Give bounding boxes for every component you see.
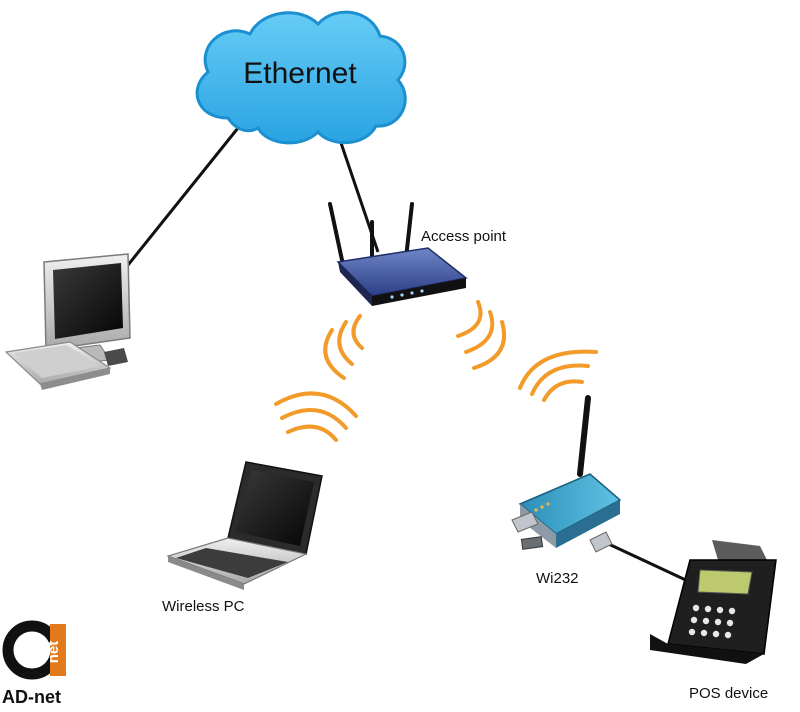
cable-cloud-to-desktop (126, 127, 240, 266)
logo-mark-text: net (45, 641, 62, 664)
pos-device: POS device (650, 540, 777, 702)
logo-mark-icon: net (2, 620, 66, 680)
ethernet-label: Ethernet (243, 57, 357, 90)
access-point: Access point (328, 202, 507, 306)
desktop-pc (4, 253, 131, 390)
laptop-icon (166, 461, 323, 590)
antenna-icon (328, 202, 344, 262)
wifi-waves-icon (518, 349, 598, 402)
serial-server-icon (511, 473, 622, 553)
wireless-signals (274, 300, 598, 442)
wifi-waves-icon (323, 314, 364, 380)
wi232-label: Wi232 (536, 570, 579, 587)
pos-device-label: POS device (689, 685, 768, 702)
antenna-icon (404, 202, 414, 260)
wi232-device: Wi232 (511, 395, 622, 587)
wireless-pc: Wireless PC (162, 461, 323, 615)
wireless-pc-label: Wireless PC (162, 598, 245, 615)
pos-terminal-icon (650, 540, 777, 664)
pc-tower-icon (104, 348, 128, 366)
cloud-icon (195, 10, 407, 145)
ad-net-logo: net AD-net (2, 620, 66, 707)
wifi-waves-icon (274, 391, 358, 442)
keyboard-icon (4, 341, 112, 390)
antenna-icon (577, 395, 591, 477)
logo-text: AD-net (2, 687, 61, 707)
cable-wi232-to-pos (599, 538, 691, 584)
ethernet-cloud: Ethernet (195, 10, 407, 145)
router-icon (336, 247, 468, 306)
access-point-label: Access point (421, 228, 507, 245)
wifi-waves-icon (456, 300, 507, 370)
